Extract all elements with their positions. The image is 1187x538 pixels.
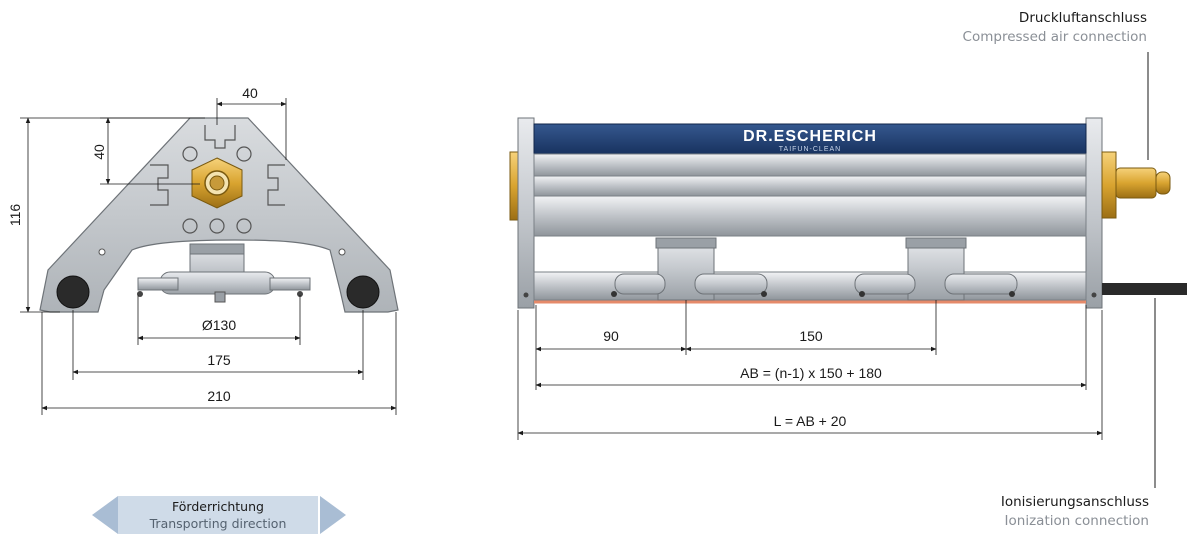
dim-side-40: 40 — [91, 144, 107, 160]
dim-top-40: 40 — [242, 85, 258, 101]
brand-bar — [533, 123, 1087, 155]
nozzle-unit-2 — [854, 237, 1018, 301]
dim-width-175: 175 — [207, 352, 231, 368]
transport-direction-box: Förderrichtung Transporting direction — [118, 496, 318, 534]
ionization-label-de: Ionisierungsanschluss — [1000, 494, 1149, 510]
compressed-air-label-de: Druckluftanschluss — [1018, 10, 1147, 26]
left-end-plate — [517, 117, 535, 309]
end-view: 40 40 116 Ø130 175 210 — [7, 85, 399, 415]
dim-l-formula: L = AB + 20 — [774, 413, 847, 429]
compressed-air-fitting — [1101, 151, 1171, 219]
right-end-plate — [1085, 117, 1103, 309]
direction-left-arrow — [92, 496, 118, 534]
nozzle-unit-1 — [611, 237, 768, 301]
end-view-body — [39, 117, 399, 313]
transport-direction-en: Transporting direction — [149, 516, 287, 531]
dim-height-116: 116 — [7, 204, 23, 227]
ionization-cable — [1102, 283, 1187, 295]
left-wheel — [56, 275, 90, 309]
right-wheel — [346, 275, 380, 309]
dim-90: 90 — [603, 328, 619, 344]
ionization-label: Ionisierungsanschluss Ionization connect… — [1001, 493, 1149, 531]
dim-width-210: 210 — [207, 388, 231, 404]
dim-diameter-130: Ø130 — [202, 317, 236, 333]
compressed-air-label-en: Compressed air connection — [962, 29, 1147, 45]
side-view: DR.ESCHERICH TAIFUN-CLEAN — [509, 52, 1187, 488]
transport-direction-de: Förderrichtung — [172, 499, 264, 514]
brand-name: DR.ESCHERICH — [743, 128, 877, 145]
dim-ab-formula: AB = (n-1) x 150 + 180 — [740, 365, 882, 381]
direction-right-arrow — [320, 496, 346, 534]
dim-150: 150 — [799, 328, 823, 344]
brand-product: TAIFUN-CLEAN — [779, 146, 841, 153]
ionization-label-en: Ionization connection — [1004, 513, 1149, 529]
compressed-air-label: Druckluftanschluss Compressed air connec… — [963, 9, 1147, 47]
